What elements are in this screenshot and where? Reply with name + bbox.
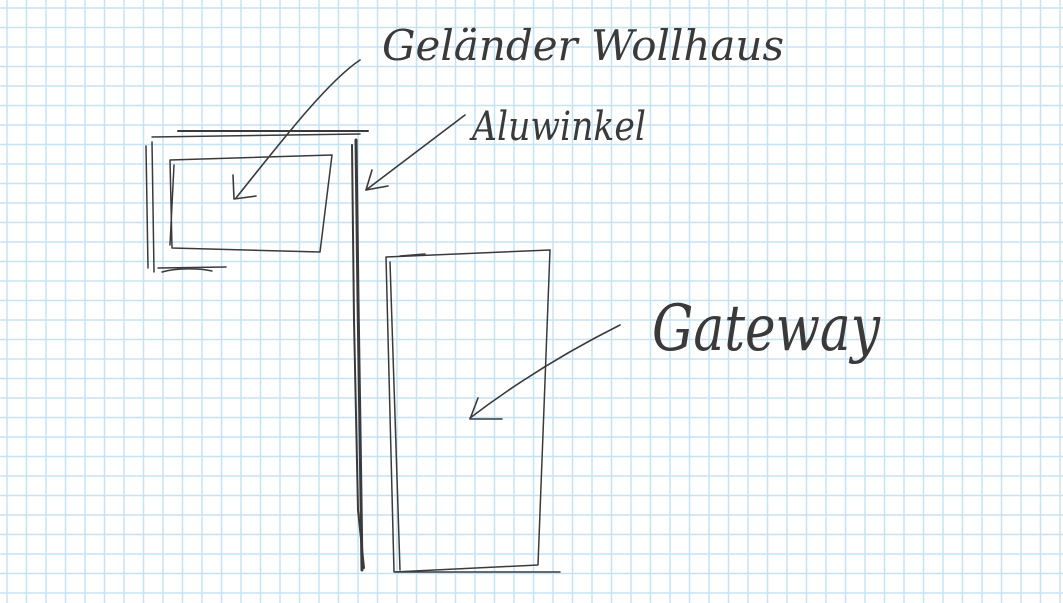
arrow-alu-angle (365, 114, 466, 191)
label-alu-angle: Aluwinkel (469, 104, 646, 150)
arrow-gateway (469, 324, 621, 420)
alu-angle (351, 138, 365, 572)
label-gateway: Gateway (652, 292, 881, 366)
arrow-railing (232, 59, 361, 200)
railing-box (145, 130, 369, 273)
gateway-box (385, 249, 561, 573)
label-railing: Geländer Wollhaus (382, 21, 784, 70)
